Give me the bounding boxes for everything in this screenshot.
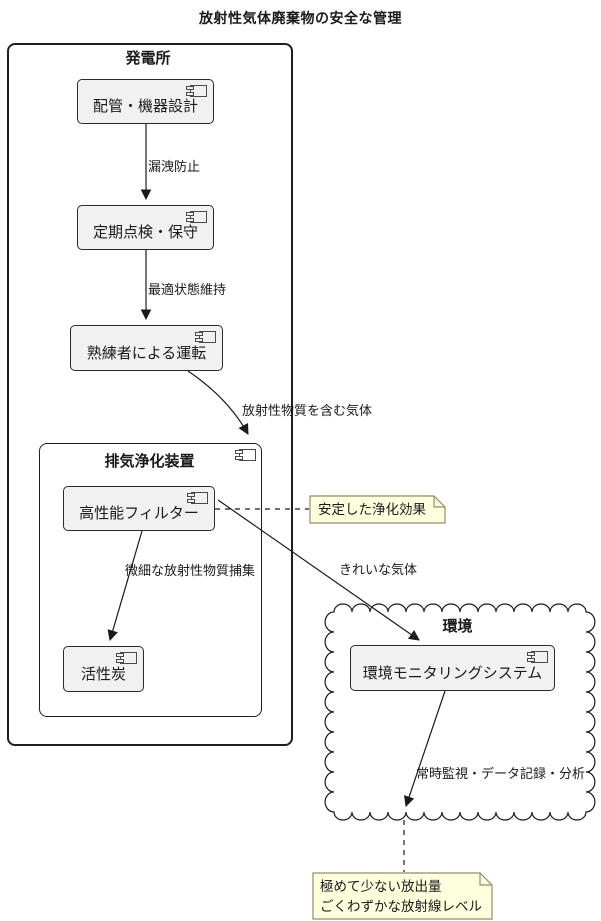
package-power-plant-title: 発電所: [125, 50, 171, 67]
edge-label-monitoring-tasks: 常時監視・データ記録・分析: [416, 766, 586, 781]
component-icon: [235, 449, 256, 461]
note-stable-effect-shape: [309, 495, 446, 524]
edge-label-radioactive-gas: 放射性物質を含む気体: [242, 403, 373, 418]
component-icon: [527, 651, 548, 663]
package-purifier: [39, 443, 262, 717]
component-inspection-maintenance: 定期点検・保守: [77, 205, 214, 250]
component-inspection-maintenance-label: 定期点検・保守: [92, 224, 198, 241]
component-icon: [186, 211, 207, 223]
component-piping-design-label: 配管・機器設計: [92, 98, 198, 115]
note-release-line1: 極めて少ない放出量: [320, 879, 442, 894]
component-icon: [116, 652, 137, 664]
package-power-plant: [7, 43, 293, 746]
edge-label-clean-gas: きれいな気体: [339, 562, 418, 577]
package-purifier-title: 排気浄化装置: [104, 453, 195, 470]
note-release-text: 極めて少ない放出量 ごくわずかな放射線レベル: [320, 877, 482, 917]
component-hepa-filter: 高性能フィルター: [63, 486, 215, 531]
component-activated-carbon: 活性炭: [63, 646, 144, 692]
note-release-line2: ごくわずかな放射線レベル: [320, 899, 482, 914]
diagram-title: 放射性気体廃棄物の安全な管理: [199, 10, 402, 26]
component-piping-design: 配管・機器設計: [77, 79, 214, 124]
arrow-fine-particle-capture: [107, 530, 143, 642]
note-release-fold: [479, 873, 492, 886]
edge-label-optimal-state: 最適状態維持: [148, 282, 227, 297]
component-activated-carbon-label: 活性炭: [80, 665, 126, 683]
note-release-shape: [312, 872, 493, 920]
component-icon: [195, 331, 216, 343]
arrow-radioactive-gas: [187, 370, 249, 435]
arrow-monitoring-tasks: [404, 690, 446, 808]
component-hepa-filter-label: 高性能フィルター: [79, 505, 199, 522]
component-expert-operation: 熟練者による運転: [70, 325, 223, 371]
component-icon: [187, 492, 208, 504]
component-icon: [186, 85, 207, 97]
component-env-monitoring-system: 環境モニタリングシステム: [350, 645, 555, 691]
edge-label-fine-particle-capture: 微細な放射性物質捕集: [125, 563, 256, 578]
note-stable-effect-fold: [433, 496, 445, 508]
component-expert-operation-label: 熟練者による運転: [86, 344, 207, 362]
component-env-monitoring-system-label: 環境モニタリングシステム: [362, 664, 543, 682]
environment-cloud-title: 環境: [442, 618, 473, 635]
edge-label-leak-prevention: 漏洩防止: [148, 159, 201, 174]
note-stable-effect-text: 安定した浄化効果: [318, 502, 426, 517]
arrow-clean-gas: [217, 499, 420, 641]
